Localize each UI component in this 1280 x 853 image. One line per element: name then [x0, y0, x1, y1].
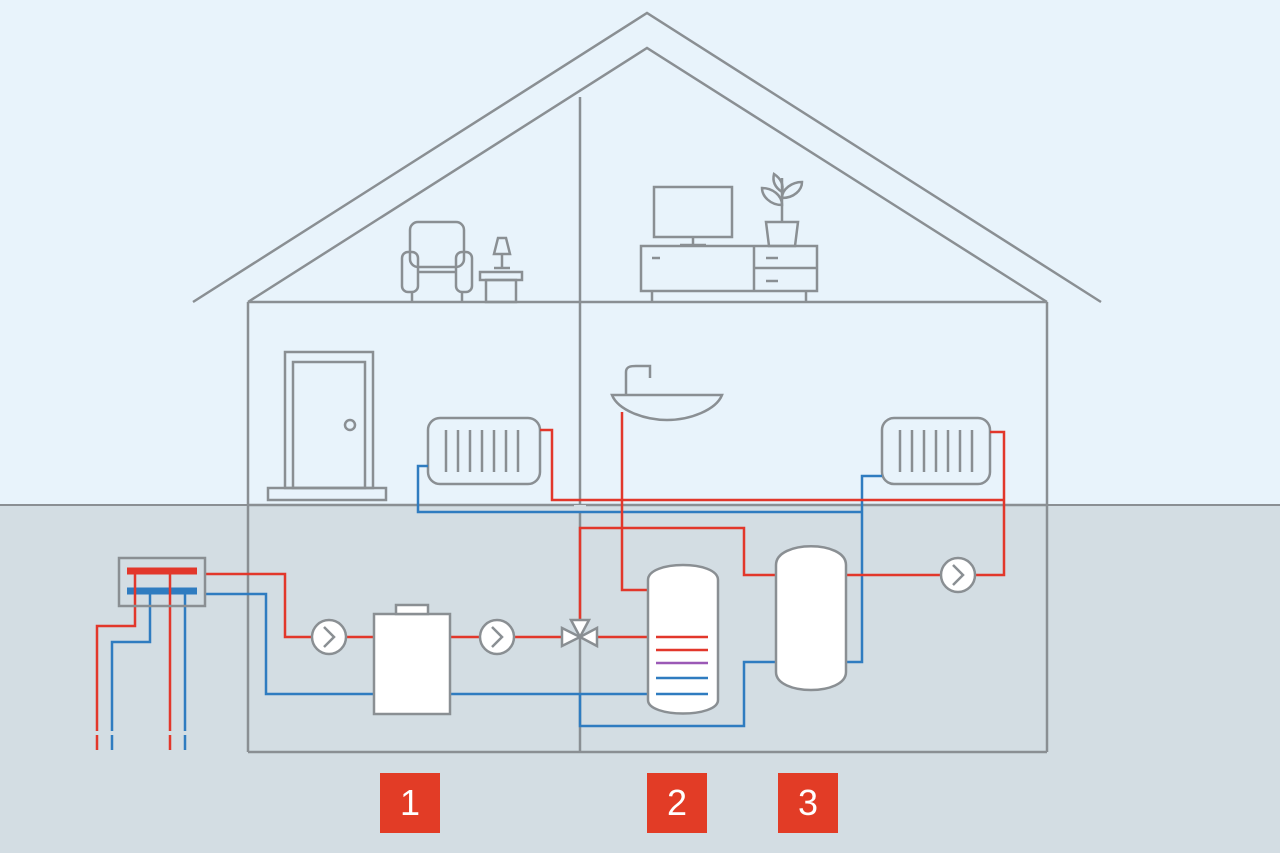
sink-icon [610, 364, 724, 422]
radiator-icon [426, 416, 542, 486]
label-boiler: 1 [380, 773, 440, 833]
label-buffer-tank: 3 [778, 773, 838, 833]
boiler-unit [372, 603, 452, 716]
armchair-icon [400, 220, 474, 302]
hot-water-cylinder [646, 563, 720, 715]
pump-icon [478, 618, 516, 656]
house-outline [192, 11, 1102, 754]
wall-gap [574, 505, 586, 513]
door-icon [266, 350, 388, 502]
lamp-icon [478, 236, 524, 304]
buffer-tank [774, 545, 848, 692]
mixing-valve-icon [560, 618, 599, 649]
pump-icon [939, 556, 977, 594]
label-buffer-tank-text: 3 [797, 782, 819, 823]
plant-icon [760, 171, 804, 248]
label-hot-water-cylinder: 2 [647, 773, 707, 833]
manifold-box [117, 556, 207, 608]
pump-icon [310, 618, 348, 656]
label-hot-water-cylinder-text: 2 [666, 782, 688, 823]
sideboard-icon [639, 244, 819, 302]
ground [0, 505, 1280, 853]
radiator-icon [880, 416, 992, 486]
hot-flow-pipes [95, 412, 1006, 750]
label-boiler-text: 1 [399, 782, 421, 823]
